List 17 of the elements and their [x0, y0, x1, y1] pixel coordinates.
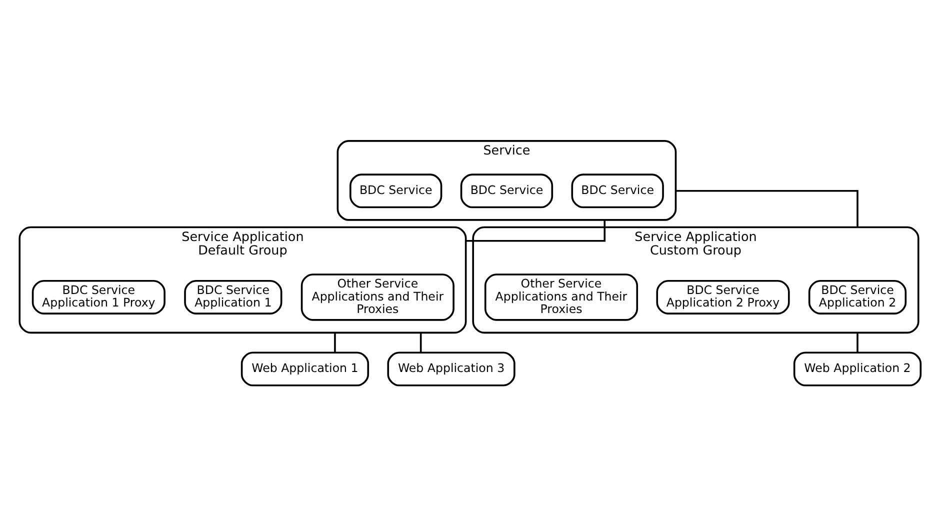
- node-box: BDC Service Application 2 Proxy: [656, 279, 790, 314]
- connector: [676, 189, 858, 227]
- node-box: Web Application 1: [240, 351, 370, 386]
- connector: [420, 332, 422, 352]
- node-box: BDC Service Application 1: [184, 279, 282, 314]
- connector: [334, 332, 336, 352]
- node-box: BDC Service Application 1 Proxy: [32, 279, 166, 314]
- connector: [466, 219, 606, 242]
- connector: [856, 332, 858, 352]
- node-box: BDC Service: [350, 173, 442, 208]
- node-box: BDC Service: [460, 173, 554, 208]
- node-box: BDC Service Application 2: [808, 279, 907, 314]
- node-box: BDC Service: [571, 173, 664, 208]
- node-box: Web Application 2: [793, 351, 922, 386]
- node-box: Other Service Applications and Their Proxies: [484, 273, 638, 320]
- node-box: Web Application 3: [387, 351, 516, 386]
- node-box: Other Service Applications and Their Proxies: [300, 273, 454, 320]
